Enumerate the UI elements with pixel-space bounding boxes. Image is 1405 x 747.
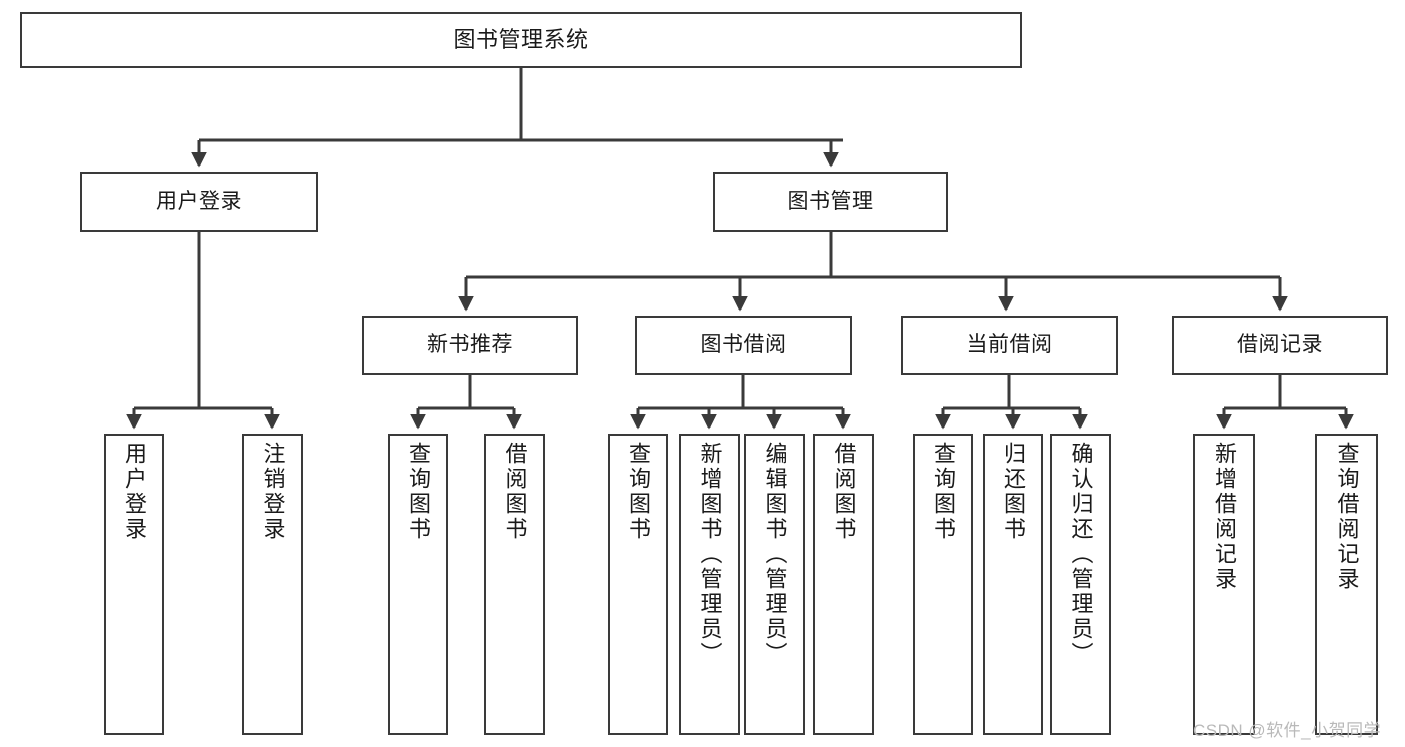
node-leaf-return-book-label: 归还图书 [1001, 442, 1026, 542]
node-leaf-query-book-2[interactable]: 查询图书 [608, 434, 668, 735]
node-current-borrow[interactable]: 当前借阅 [901, 316, 1118, 375]
node-book-manage[interactable]: 图书管理 [713, 172, 948, 232]
node-new-book-recommend-label: 新书推荐 [427, 333, 513, 357]
node-leaf-borrow-book-1[interactable]: 借阅图书 [484, 434, 545, 735]
watermark: CSDN @软件_小贺同学 [1193, 721, 1382, 740]
node-root[interactable]: 图书管理系统 [20, 12, 1022, 68]
node-leaf-return-book[interactable]: 归还图书 [983, 434, 1043, 735]
node-leaf-logout[interactable]: 注销登录 [242, 434, 303, 735]
node-leaf-add-record-label: 新增借阅记录 [1212, 442, 1237, 592]
node-user-login-label: 用户登录 [156, 189, 242, 213]
node-leaf-user-login[interactable]: 用户登录 [104, 434, 164, 735]
node-leaf-borrow-book-1-label: 借阅图书 [502, 442, 528, 542]
node-borrow-record[interactable]: 借阅记录 [1172, 316, 1388, 375]
node-leaf-confirm-return-label: 确认归还（管理员） [1068, 442, 1094, 667]
node-leaf-query-book-1-label: 查询图书 [406, 442, 431, 542]
node-leaf-add-book-label: 新增图书（管理员） [697, 442, 723, 667]
node-leaf-edit-book[interactable]: 编辑图书（管理员） [744, 434, 805, 735]
node-book-manage-label: 图书管理 [787, 189, 874, 213]
node-borrow-record-label: 借阅记录 [1237, 333, 1323, 357]
node-new-book-recommend[interactable]: 新书推荐 [362, 316, 578, 375]
node-leaf-add-record[interactable]: 新增借阅记录 [1193, 434, 1255, 735]
node-root-label: 图书管理系统 [453, 27, 589, 53]
node-leaf-logout-label: 注销登录 [260, 442, 286, 542]
node-leaf-confirm-return[interactable]: 确认归还（管理员） [1050, 434, 1111, 735]
node-user-login[interactable]: 用户登录 [80, 172, 318, 232]
node-leaf-query-book-1[interactable]: 查询图书 [388, 434, 448, 735]
node-leaf-query-book-2-label: 查询图书 [626, 442, 651, 542]
node-leaf-query-book-3[interactable]: 查询图书 [913, 434, 973, 735]
node-leaf-borrow-book-2[interactable]: 借阅图书 [813, 434, 874, 735]
node-leaf-add-book[interactable]: 新增图书（管理员） [679, 434, 740, 735]
node-leaf-edit-book-label: 编辑图书（管理员） [762, 442, 788, 667]
node-current-borrow-label: 当前借阅 [966, 333, 1053, 357]
node-leaf-query-book-3-label: 查询图书 [931, 442, 956, 542]
node-leaf-user-login-label: 用户登录 [122, 442, 147, 542]
node-book-borrow-label: 图书借阅 [700, 333, 787, 357]
node-leaf-query-record-label: 查询借阅记录 [1334, 442, 1360, 592]
node-book-borrow[interactable]: 图书借阅 [635, 316, 852, 375]
node-leaf-query-record[interactable]: 查询借阅记录 [1315, 434, 1378, 735]
node-leaf-borrow-book-2-label: 借阅图书 [831, 442, 857, 542]
